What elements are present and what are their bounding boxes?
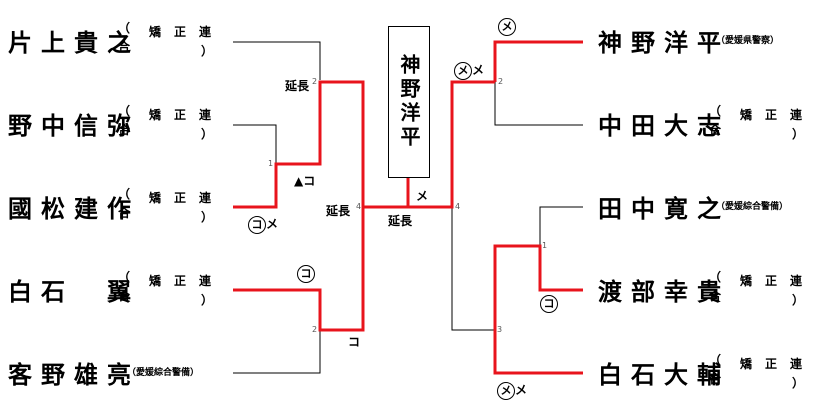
mark-ko-left-2: コ (348, 335, 361, 349)
winning-lines (233, 40, 583, 375)
match-number: 1 (542, 241, 548, 250)
line-nakata (494, 82, 583, 126)
mark-shiraishi-tsubasa: コ (297, 265, 315, 283)
mark-kunimatsu: コメ (248, 216, 278, 234)
match-number: 2 (312, 325, 318, 334)
right-player-2-name: 中田大志 (598, 111, 730, 140)
match-number: 2 (312, 77, 318, 86)
line-shiraishi-daisuke (493, 330, 583, 375)
left-player-4-name: 白石 翼 (8, 277, 140, 306)
line-shiraishi-tsubasa (233, 207, 365, 332)
line-nonaka (233, 124, 277, 164)
line-kyakuno (233, 330, 321, 374)
mark-enchou-left-semi: 延長 (285, 79, 310, 93)
line-tanaka (539, 206, 583, 246)
mark-jinno: メ (498, 18, 516, 36)
mark-enchou-final: 延長 (388, 214, 413, 228)
mark-r-semi-1: メメ (454, 62, 484, 80)
mark-me-final: メ (416, 189, 429, 203)
right-player-3-affiliation: （愛媛綜合警備） (716, 202, 789, 212)
line-kunimatsu (233, 80, 365, 209)
right-player-5-name: 白石大輔 (598, 360, 730, 389)
mark-tri-ko: ▲コ (294, 174, 316, 188)
champion-box: 神野洋平 (388, 26, 430, 178)
line-watanabe (493, 244, 583, 330)
mark-enchou-left-final: 延長 (326, 204, 351, 218)
mark-me: メ (472, 63, 485, 77)
right-player-3-name: 田中寛之 (598, 194, 730, 223)
circle-mark: コ (297, 265, 315, 283)
left-player-5-affiliation: （愛媛綜合警備） (127, 368, 200, 378)
line-final-left (363, 176, 410, 209)
losing-lines (233, 41, 583, 374)
circle-mark: コ (540, 295, 558, 313)
match-number: 2 (498, 77, 504, 86)
circle-mark: メ (454, 62, 472, 80)
left-player-2-name: 野中信弥 (8, 111, 140, 140)
right-player-4-name: 渡部幸貴 (598, 277, 730, 306)
match-number: 4 (356, 202, 362, 211)
left-player-3-name: 國松建作 (8, 194, 140, 223)
left-player-5-name: 客野雄亮 (8, 360, 140, 389)
circle-mark: コ (248, 216, 266, 234)
mark-watanabe: コ (540, 295, 558, 313)
line-katagami (233, 41, 321, 80)
right-player-1-name: 神野洋平 (598, 28, 730, 57)
match-number: 1 (268, 159, 274, 168)
mark-me: メ (266, 217, 279, 231)
line-jinno (493, 40, 583, 82)
match-number: 4 (455, 202, 461, 211)
right-player-1-affiliation: （愛媛県警察） (716, 36, 780, 46)
line-final-right (408, 80, 495, 209)
mark-shiraishi-daisuke: メメ (497, 382, 527, 400)
left-player-1-name: 片上貴之 (8, 28, 140, 57)
circle-mark: メ (498, 18, 516, 36)
match-number: 3 (497, 325, 503, 334)
line-r-semi (451, 207, 495, 331)
circle-mark: メ (497, 382, 515, 400)
mark-me: メ (515, 383, 528, 397)
